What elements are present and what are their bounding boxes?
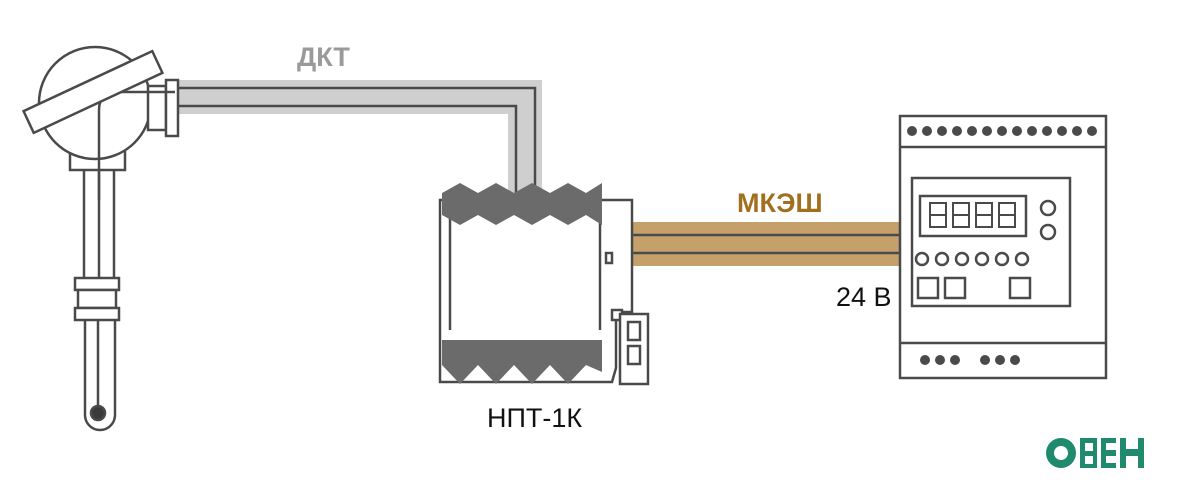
top-terminals <box>442 183 602 225</box>
top-terminal-dots <box>907 126 1097 136</box>
oven-logo <box>1046 438 1144 468</box>
power-label: 24 В <box>836 282 892 312</box>
sensor-cable <box>175 80 542 195</box>
converter-npt <box>438 183 650 386</box>
measuring-instrument <box>898 114 1108 380</box>
thermocouple-sensor <box>21 45 180 432</box>
converter-label: НПТ-1К <box>487 403 583 433</box>
bottom-terminal-dots <box>920 355 1020 365</box>
sensor-cable-label: ДКТ <box>297 42 350 72</box>
signal-cable-label: МКЭШ <box>737 188 823 218</box>
bottom-terminals <box>442 340 602 384</box>
display-digits <box>929 202 1016 228</box>
signal-cable <box>630 222 902 266</box>
